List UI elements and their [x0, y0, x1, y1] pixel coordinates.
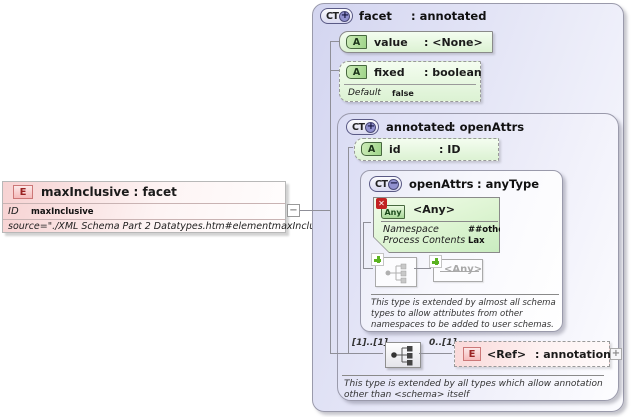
element-type: : facet: [133, 185, 177, 199]
ghost-any-element-label: <Any>: [444, 264, 483, 275]
attribute-name: id: [389, 143, 401, 156]
ghost-element-line: [440, 271, 479, 272]
facet-panel-header: CT + facet : annotated: [313, 4, 623, 28]
attribute-icon: A: [346, 35, 367, 49]
collapse-icon: −: [289, 204, 298, 216]
separator: [342, 375, 604, 376]
element-name: maxInclusive: [41, 185, 130, 199]
connector-line: [330, 41, 331, 354]
occurrence-label-right: 0..[1]: [429, 338, 457, 348]
red-x-icon: ✕: [376, 198, 387, 209]
default-value: false: [392, 89, 414, 98]
expand-badge-icon: +: [365, 120, 377, 133]
annotated-panel-name: annotated: [386, 120, 453, 134]
id-value: maxInclusive: [31, 207, 94, 217]
element-box-annotation-ref[interactable]: E <Ref> : annotation: [454, 341, 611, 367]
attribute-icon: A: [361, 142, 382, 156]
complextype-icon: CT +: [346, 119, 380, 135]
connector-line: [364, 222, 371, 223]
attribute-box-value[interactable]: A value : <None>: [339, 31, 493, 53]
ref-element-name: <Ref>: [487, 348, 527, 361]
connector-line: [348, 147, 349, 353]
connector-line: [364, 268, 373, 269]
connector-line: [300, 210, 330, 211]
annotated-panel-header: CT + annotated : openAttrs: [338, 114, 618, 138]
attribute-name: value: [374, 36, 408, 49]
ghost-sequence-box[interactable]: [371, 253, 417, 287]
element-title: maxInclusive : facet: [41, 185, 177, 199]
element-box-maxinclusive[interactable]: E maxInclusive : facet ID maxInclusive s…: [2, 181, 339, 233]
source-annotation: source="./XML Schema Part 2 Datatypes.ht…: [8, 221, 339, 232]
attribute-box-fixed[interactable]: A fixed : boolean Default false: [339, 61, 482, 102]
complextype-panel-openattrs[interactable]: CT − openAttrs : anyType Any ✕ <Any> Nam…: [360, 170, 563, 332]
any-attribute-name: <Any>: [413, 203, 455, 216]
openattrs-panel-name: openAttrs: [409, 177, 474, 191]
expand-icon: +: [611, 348, 621, 359]
attribute-type: : boolean: [424, 66, 482, 79]
attribute-type: : ID: [439, 143, 461, 156]
expand-handle[interactable]: +: [610, 348, 622, 360]
namespace-label: Namespace: [383, 224, 439, 235]
connector-line: [414, 268, 431, 269]
element-icon: E: [13, 185, 33, 199]
attribute-default-row: Default false: [344, 84, 476, 101]
process-contents-label: Process Contents: [383, 235, 466, 246]
annotated-note: This type is extended by all types which…: [344, 379, 603, 400]
openattrs-panel-type: : anyType: [477, 177, 540, 191]
attribute-box-id[interactable]: A id : ID: [354, 138, 499, 161]
any-attribute-box[interactable]: Any ✕ <Any> Namespace ##other Process Co…: [373, 197, 500, 253]
element-source-row: source="./XML Schema Part 2 Datatypes.ht…: [3, 219, 339, 233]
connector-line: [331, 353, 383, 354]
connector-line: [331, 70, 339, 71]
complextype-icon: CT +: [320, 8, 354, 24]
element-header: E maxInclusive : facet: [3, 182, 285, 203]
expand-badge-icon: +: [339, 9, 351, 22]
sequence-compositor-box[interactable]: [385, 342, 421, 368]
separator: [371, 294, 559, 295]
id-label: ID: [8, 206, 19, 217]
annotated-panel-type: : openAttrs: [451, 120, 525, 134]
complextype-icon: CT −: [369, 176, 403, 192]
collapse-handle[interactable]: −: [287, 204, 300, 217]
collapse-badge-icon: −: [388, 177, 400, 190]
complextype-icon-label: CT: [352, 121, 365, 133]
complextype-icon-label: CT: [375, 178, 388, 190]
plus-badge-icon[interactable]: [371, 253, 384, 266]
facet-panel-name: facet: [359, 9, 392, 23]
attribute-name: fixed: [374, 66, 405, 79]
attribute-type: : <None>: [424, 36, 483, 49]
process-contents-value: Lax: [468, 236, 485, 246]
element-icon: E: [463, 347, 481, 361]
element-id-row: ID maxInclusive: [3, 203, 285, 219]
openattrs-panel-header: CT − openAttrs : anyType: [361, 171, 562, 195]
ref-element-type: : annotation: [535, 348, 611, 361]
facet-panel-type: : annotated: [411, 9, 487, 23]
namespace-value: ##other: [468, 225, 509, 235]
connector-line: [419, 353, 452, 354]
default-label: Default: [348, 88, 381, 98]
complextype-panel-facet[interactable]: CT + facet : annotated A value : <None> …: [312, 3, 624, 412]
connector-line: [363, 222, 364, 269]
ghost-any-element-box[interactable]: <Any>: [429, 255, 483, 282]
connector-line: [349, 147, 353, 148]
any-attribute-icon: Any: [381, 205, 405, 219]
separator: [381, 221, 498, 222]
sequence-icon: [391, 346, 413, 366]
attribute-icon: A: [346, 65, 367, 79]
complextype-icon-label: CT: [326, 10, 339, 22]
occurrence-label-left: [1]..[1]: [352, 338, 388, 348]
openattrs-note: This type is extended by almost all sche…: [371, 298, 556, 330]
connector-line: [331, 41, 339, 42]
sequence-icon: [385, 263, 407, 284]
complextype-panel-annotated[interactable]: CT + annotated : openAttrs A id : ID CT …: [337, 113, 622, 401]
plus-badge-icon[interactable]: [429, 255, 442, 268]
